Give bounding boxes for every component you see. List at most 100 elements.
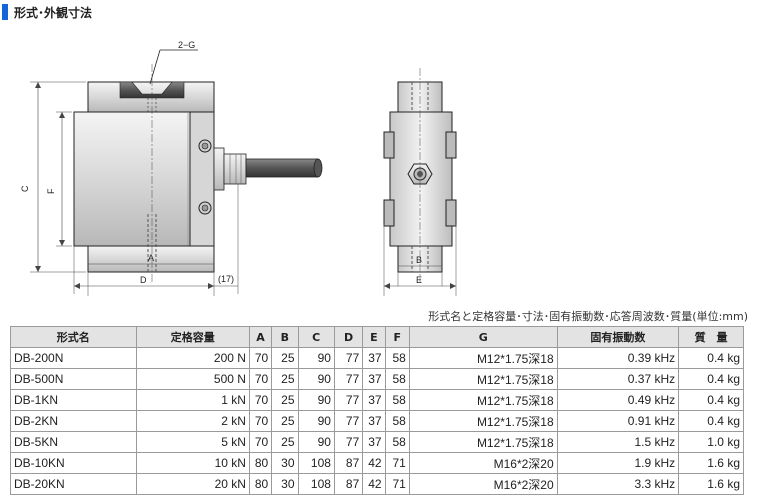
table-cell: 30 [271, 473, 299, 495]
table-cell: 37 [362, 368, 386, 390]
table-cell: 1.9 kHz [556, 452, 680, 474]
table-cell: M12*1.75深18 [408, 347, 558, 369]
table-cell: 77 [333, 410, 364, 432]
table-cell: 3.3 kHz [556, 473, 680, 495]
table-cell: 37 [362, 389, 386, 411]
table-cell: 90 [297, 368, 335, 390]
column-header: 固有振動数 [556, 326, 680, 348]
table-cell: 1 kN [135, 389, 250, 411]
table-cell: 0.4 kg [678, 389, 744, 411]
front-view-dimensions [30, 81, 239, 296]
label-cable: (17) [218, 274, 234, 284]
table-cell: 70 [248, 368, 273, 390]
table-cell: 77 [333, 431, 364, 453]
column-header: 形式名 [10, 326, 137, 348]
column-header: B [271, 326, 299, 348]
front-view [73, 49, 323, 282]
label-e: E [416, 275, 422, 285]
label-b: B [416, 255, 422, 265]
label-d: D [140, 275, 147, 285]
table-cell: 37 [362, 410, 386, 432]
table-cell: 70 [248, 431, 273, 453]
model-name-cell: DB-10KN [10, 452, 137, 474]
table-cell: 500 N [135, 368, 250, 390]
table-cell: 58 [384, 410, 410, 432]
column-header: D [333, 326, 364, 348]
label-a: A [148, 253, 154, 263]
table-cell: 90 [297, 431, 335, 453]
table-cell: 90 [297, 389, 335, 411]
model-name-cell: DB-2KN [10, 410, 137, 432]
table-cell: 0.49 kHz [556, 389, 680, 411]
column-header: E [362, 326, 386, 348]
table-cell: 25 [271, 347, 299, 369]
column-header: 質 量 [678, 326, 744, 348]
table-cell: 1.5 kHz [556, 431, 680, 453]
table-cell: 70 [248, 389, 273, 411]
side-view-dimensions [383, 224, 457, 296]
column-header: A [248, 326, 273, 348]
table-cell: 71 [384, 452, 410, 474]
model-name-cell: DB-500N [10, 368, 137, 390]
column-header: C [297, 326, 335, 348]
table-cell: 0.37 kHz [556, 368, 680, 390]
model-name-cell: DB-1KN [10, 389, 137, 411]
label-2g: 2−G [178, 40, 195, 50]
table-cell: 37 [362, 431, 386, 453]
model-name-cell: DB-200N [10, 347, 137, 369]
table-cell: 77 [333, 347, 364, 369]
model-name-cell: DB-20KN [10, 473, 137, 495]
side-view [383, 68, 457, 282]
table-cell: 25 [271, 431, 299, 453]
table-cell: 77 [333, 368, 364, 390]
table-cell: M12*1.75深18 [408, 431, 558, 453]
label-c: C [20, 185, 30, 192]
table-cell: 58 [384, 347, 410, 369]
table-cell: 87 [333, 473, 364, 495]
table-cell: 70 [248, 347, 273, 369]
table-cell: 0.91 kHz [556, 410, 680, 432]
table-cell: M12*1.75深18 [408, 368, 558, 390]
table-cell: 1.6 kg [678, 452, 744, 474]
table-cell: M16*2深20 [408, 452, 558, 474]
table-cell: 58 [384, 368, 410, 390]
table-cell: 80 [248, 452, 273, 474]
table-cell: 25 [271, 368, 299, 390]
table-cell: 0.39 kHz [556, 347, 680, 369]
table-cell: 0.4 kg [678, 347, 744, 369]
column-header: 定格容量 [135, 326, 250, 348]
table-cell: 30 [271, 452, 299, 474]
column-header: G [408, 326, 558, 348]
table-cell: 87 [333, 452, 364, 474]
table-cell: 5 kN [135, 431, 250, 453]
table-cell: 1.6 kg [678, 473, 744, 495]
table-cell: 25 [271, 410, 299, 432]
table-cell: 90 [297, 410, 335, 432]
table-cell: 25 [271, 389, 299, 411]
table-cell: 71 [384, 473, 410, 495]
label-f: F [46, 188, 56, 194]
table-cell: 2 kN [135, 410, 250, 432]
table-cell: 90 [297, 347, 335, 369]
table-cell: 42 [362, 452, 386, 474]
table-cell: 37 [362, 347, 386, 369]
table-cell: 200 N [135, 347, 250, 369]
table-cell: 58 [384, 431, 410, 453]
section-marker [2, 4, 8, 20]
column-header: F [384, 326, 410, 348]
table-cell: 77 [333, 389, 364, 411]
page-title: 形式･外観寸法 [14, 5, 93, 20]
table-cell: 20 kN [135, 473, 250, 495]
table-cell: M12*1.75深18 [408, 389, 558, 411]
table-cell: M16*2深20 [408, 473, 558, 495]
section-header: 形式･外観寸法 [2, 4, 92, 20]
